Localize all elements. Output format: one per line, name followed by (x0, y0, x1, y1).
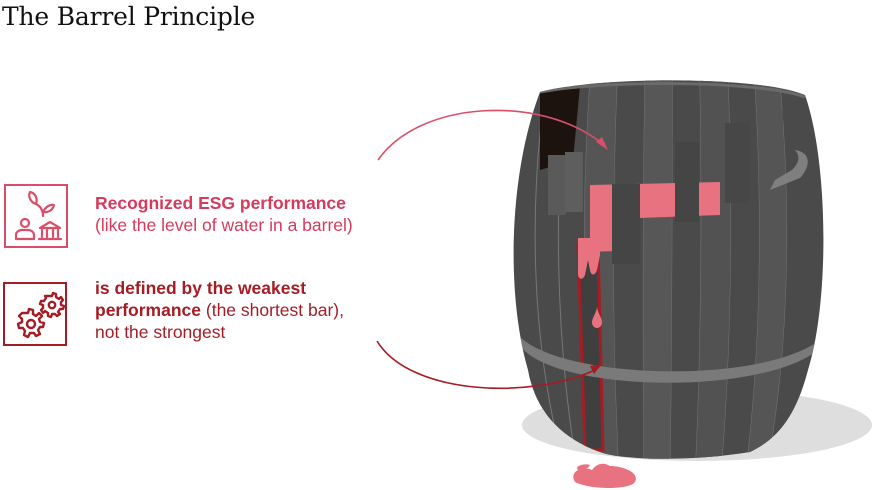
weakest-line1: is defined by the weakest (95, 278, 307, 298)
arrow-to-shortest-stave (376, 340, 596, 390)
gears-icon-box (3, 282, 67, 346)
weakest-line2: performance (the shortest bar), (95, 300, 344, 320)
esg-icon (4, 184, 68, 248)
esg-performance-text: Recognized ESG performance (like the lev… (95, 192, 353, 236)
esg-heading: Recognized ESG performance (95, 193, 346, 213)
page-title: The Barrel Principle (2, 2, 256, 31)
esg-subtext: (like the level of water in a barrel) (95, 215, 353, 235)
gears-icon (16, 291, 66, 339)
esg-plant-person-bank-icon (14, 190, 63, 241)
weakest-line3: not the strongest (95, 322, 226, 342)
arrow-to-water-level (377, 109, 601, 161)
water-puddle (573, 463, 636, 488)
weakest-performance-text: is defined by the weakest performance (t… (95, 277, 344, 343)
